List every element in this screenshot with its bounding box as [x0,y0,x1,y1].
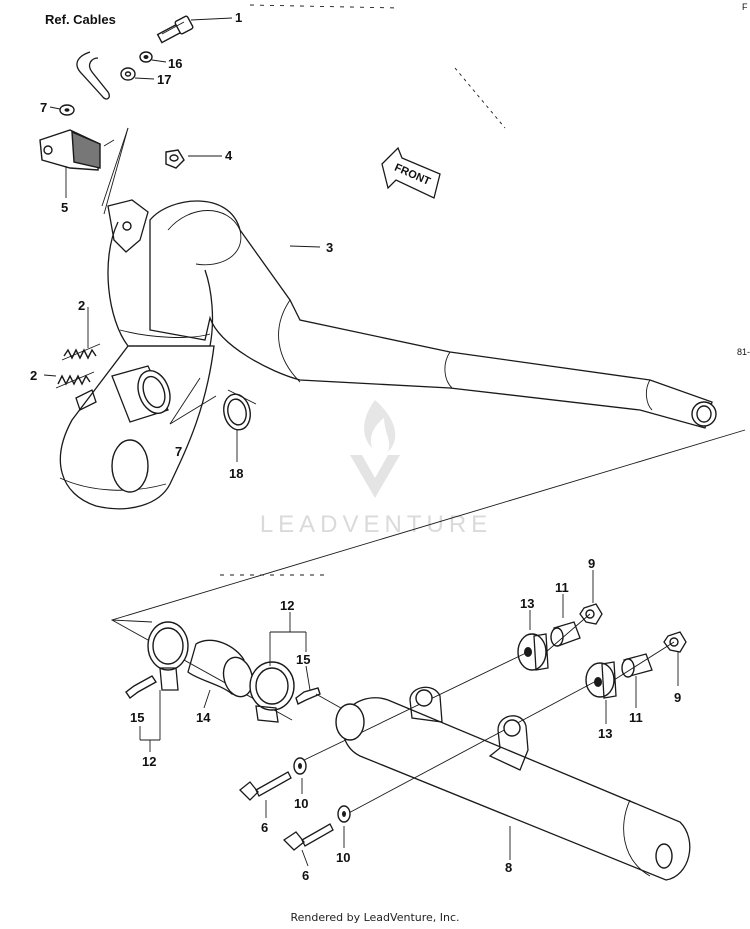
silencer-part-8 [335,686,691,881]
expansion-chamber-part-3 [59,199,717,510]
gasket-part-18 [223,389,257,431]
callout-10-upper: 10 [294,796,308,811]
callout-9-lower: 9 [674,690,681,705]
washer-part-17 [120,67,136,81]
callout-3: 3 [326,240,333,255]
washer-part-10-lower [337,805,351,823]
callout-1: 1 [235,10,242,25]
nut-part-9-upper [579,603,603,625]
washer-part-16 [139,51,153,63]
callout-2-lower: 2 [30,368,37,383]
washer-part-7-top [59,104,75,116]
bolt-part-1 [156,15,194,44]
callout-15-left: 15 [130,710,144,725]
spring-part-2-lower [55,371,95,389]
edge-mark-side: 81- [737,347,750,357]
leader-lines [43,17,679,867]
front-label: FRONT [393,162,433,188]
callout-7-lower: 7 [175,444,182,459]
callout-4: 4 [225,148,233,163]
bolt-part-6-lower [282,823,334,851]
ref-cables-label: Ref. Cables [45,12,116,27]
collar-part-11-upper [550,621,581,647]
callout-17: 17 [157,72,171,87]
connector-pipe-part-14 [187,639,254,698]
callout-8: 8 [505,860,512,875]
collar-part-11-lower [621,653,653,678]
callout-2-upper: 2 [78,298,85,313]
callout-11-upper: 11 [555,580,569,595]
grommet-part-13-lower [585,661,617,699]
callout-10-lower: 10 [336,850,350,865]
nut-part-4 [165,149,185,169]
bolt-part-15-left [125,675,158,700]
grommet-part-13-upper [517,633,549,671]
callout-14: 14 [196,710,211,725]
callout-18: 18 [229,466,243,481]
section-dash-lines [220,4,506,576]
bracket-part-5 [39,129,115,171]
clamp-part-12-right [249,661,295,723]
callout-9-upper: 9 [588,556,595,571]
clamp-part-12-left [147,621,189,691]
callout-7-top: 7 [40,100,47,115]
section-frame-lines [110,429,746,721]
footer-credit: Rendered by LeadVenture, Inc. [290,911,459,924]
leadventure-watermark-logo: LEADVENTURE [260,400,492,538]
callout-12-lower: 12 [142,754,156,769]
assembly-guide-lines [299,613,675,816]
front-direction-arrow: FRONT [381,146,441,199]
callout-5: 5 [61,200,68,215]
edge-mark-top: F [742,2,748,12]
washer-part-10-upper [293,757,307,775]
callout-13-lower: 13 [598,726,612,741]
callout-labels: 1 16 17 7 5 4 3 2 2 7 18 12 15 15 12 14 … [30,10,681,883]
callout-6-lower: 6 [302,868,309,883]
watermark-text: LEADVENTURE [260,511,492,538]
callout-13-upper: 13 [520,596,534,611]
nut-part-9-lower [663,631,687,653]
bolt-part-15-right [295,687,321,705]
callout-12-upper: 12 [280,598,294,613]
bracket-arrow-guide [101,127,129,215]
callout-15-right: 15 [296,652,310,667]
callout-16: 16 [168,56,182,71]
callout-6-upper: 6 [261,820,268,835]
callout-11-lower: 11 [629,710,643,725]
spring-part-2-upper [61,343,101,361]
bolt-part-6-upper [239,771,292,801]
cable-guide-wire [76,51,110,100]
